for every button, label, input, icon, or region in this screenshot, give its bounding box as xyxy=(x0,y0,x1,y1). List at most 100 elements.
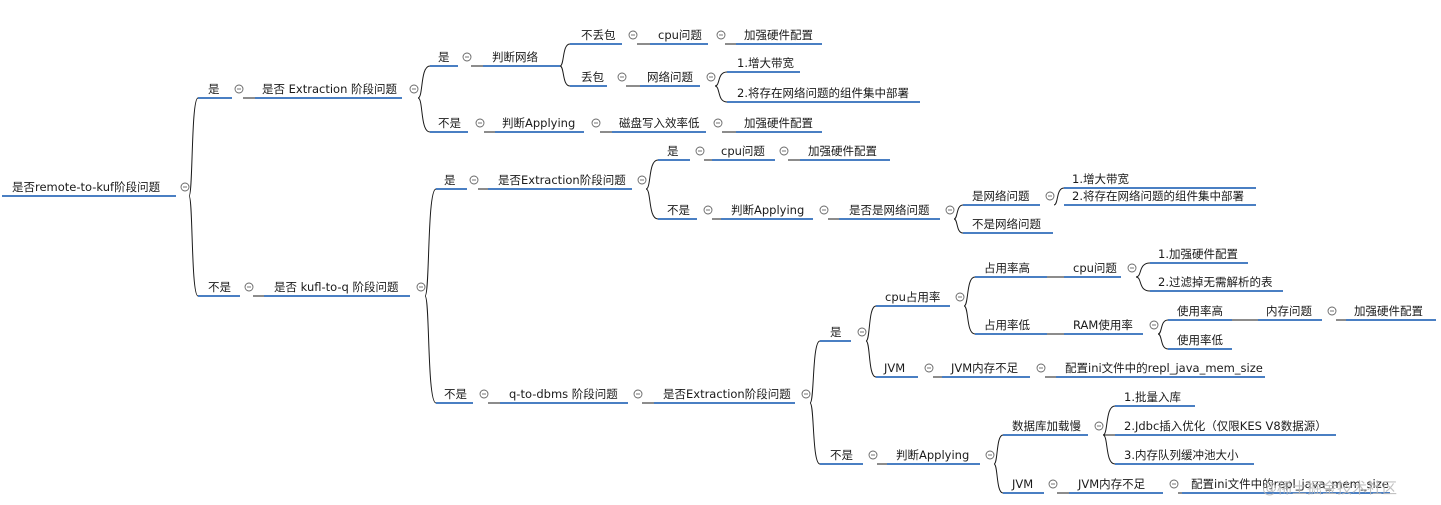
collapse-toggle-icon[interactable] xyxy=(416,282,426,292)
node-jdbc[interactable]: 2.Jdbc插入优化（仅限KES V8数据源） xyxy=(1115,419,1336,436)
node-queue[interactable]: 3.内存队列缓冲池大小 xyxy=(1115,448,1254,465)
node-noLoss[interactable]: 不丢包 xyxy=(570,28,622,45)
node-cpu2[interactable]: cpu问题 xyxy=(712,144,775,161)
node-isNet[interactable]: 是否是网络问题 xyxy=(839,203,940,220)
connector-cpuUse-highUse xyxy=(963,276,976,307)
node-cfg2[interactable]: 配置ini文件中的repl_java_mem_size xyxy=(1182,477,1390,494)
collapse-toggle-icon[interactable] xyxy=(475,118,485,128)
node-notNet[interactable]: 不是网络问题 xyxy=(963,217,1053,234)
node-bwLine2[interactable]: 2.将存在网络问题的组件集中部署 xyxy=(1064,189,1256,206)
collapse-toggle-icon[interactable] xyxy=(479,389,489,399)
node-hw5[interactable]: 加强硬件配置 xyxy=(1346,304,1436,321)
collapse-toggle-icon[interactable] xyxy=(857,327,867,337)
node-memIssue[interactable]: 内存问题 xyxy=(1258,304,1322,321)
node-isNetYes[interactable]: 是网络问题 xyxy=(963,189,1040,206)
node-hw2[interactable]: 加强硬件配置 xyxy=(736,116,822,133)
node-no3[interactable]: 不是 xyxy=(436,387,473,404)
node-batch[interactable]: 1.批量入库 xyxy=(1115,390,1195,407)
node-filter[interactable]: 2.过滤掉无需解析的表 xyxy=(1150,275,1283,292)
connector-ext2-yes4 xyxy=(645,159,659,190)
collapse-toggle-icon[interactable] xyxy=(801,389,811,399)
collapse-toggle-icon[interactable] xyxy=(1048,479,1058,489)
node-yes5[interactable]: 是 xyxy=(820,325,851,342)
collapse-toggle-icon[interactable] xyxy=(1127,263,1137,273)
collapse-toggle-icon[interactable] xyxy=(955,292,965,302)
node-judgeApply3[interactable]: 判断Applying xyxy=(887,448,980,465)
collapse-toggle-icon[interactable] xyxy=(713,118,723,128)
collapse-toggle-icon[interactable] xyxy=(1036,363,1046,373)
node-hw1[interactable]: 加强硬件配置 xyxy=(736,28,822,45)
node-lowUse[interactable]: 占用率低 xyxy=(975,318,1047,335)
node-ramUse[interactable]: RAM使用率 xyxy=(1064,318,1143,335)
node-yes2[interactable]: 是 xyxy=(430,50,458,67)
node-label: 网络问题 xyxy=(647,70,693,84)
node-hw4[interactable]: 1.加强硬件配置 xyxy=(1150,247,1248,264)
collapse-toggle-icon[interactable] xyxy=(924,363,934,373)
node-diskWrite[interactable]: 磁盘写入效率低 xyxy=(612,116,706,133)
collapse-toggle-icon[interactable] xyxy=(633,389,643,399)
collapse-toggle-icon[interactable] xyxy=(462,52,472,62)
collapse-toggle-icon[interactable] xyxy=(1094,421,1104,431)
node-cpu3[interactable]: cpu问题 xyxy=(1064,261,1121,278)
node-highUse[interactable]: 占用率高 xyxy=(975,261,1047,278)
node-jvmLow2[interactable]: JVM内存不足 xyxy=(1069,477,1163,494)
collapse-toggle-icon[interactable] xyxy=(234,84,244,94)
node-hw3[interactable]: 加强硬件配置 xyxy=(800,144,890,161)
collapse-toggle-icon[interactable] xyxy=(703,205,713,215)
node-jvmLow1[interactable]: JVM内存不足 xyxy=(942,361,1030,378)
node-root[interactable]: 是否remote-to-kuf阶段问题 xyxy=(2,180,176,197)
node-cfg1[interactable]: 配置ini文件中的repl_java_mem_size xyxy=(1056,361,1265,378)
node-deploy1[interactable]: 2.将存在网络问题的组件集中部署 xyxy=(727,86,920,103)
collapse-toggle-icon[interactable] xyxy=(1327,306,1337,316)
node-no5[interactable]: 不是 xyxy=(820,448,863,465)
connector-netIssue-deploy1 xyxy=(714,85,728,103)
node-yes3[interactable]: 是 xyxy=(436,173,467,190)
collapse-toggle-icon[interactable] xyxy=(706,72,716,82)
node-dbSlow[interactable]: 数据库加载慢 xyxy=(1003,419,1088,436)
node-judgeApply1[interactable]: 判断Applying xyxy=(495,116,584,133)
node-yes4[interactable]: 是 xyxy=(658,144,690,161)
collapse-toggle-icon[interactable] xyxy=(591,118,601,128)
node-loss[interactable]: 丢包 xyxy=(570,70,607,87)
node-jvm2[interactable]: JVM xyxy=(1003,477,1044,494)
node-no1[interactable]: 不是 xyxy=(198,280,240,297)
collapse-toggle-icon[interactable] xyxy=(617,72,627,82)
collapse-toggle-icon[interactable] xyxy=(469,175,479,185)
node-bw1[interactable]: 1.增大带宽 xyxy=(727,56,800,73)
node-no4[interactable]: 不是 xyxy=(658,203,697,220)
collapse-toggle-icon[interactable] xyxy=(985,450,995,460)
node-judgeApply2[interactable]: 判断Applying xyxy=(721,203,813,220)
node-ext3[interactable]: 是否Extraction阶段问题 xyxy=(654,387,795,404)
node-highUse2[interactable]: 使用率高 xyxy=(1168,304,1232,321)
node-label: cpu问题 xyxy=(1073,261,1117,275)
collapse-toggle-icon[interactable] xyxy=(819,205,829,215)
collapse-toggle-icon[interactable] xyxy=(180,182,190,192)
node-bwLine1[interactable]: 1.增大带宽 xyxy=(1064,172,1256,189)
collapse-toggle-icon[interactable] xyxy=(409,84,419,94)
node-kufl[interactable]: 是否 kufl-to-q 阶段问题 xyxy=(264,280,410,297)
collapse-toggle-icon[interactable] xyxy=(945,205,955,215)
node-cpuUse[interactable]: cpu占用率 xyxy=(876,290,950,307)
connector-root-no1 xyxy=(188,195,199,297)
collapse-toggle-icon[interactable] xyxy=(868,450,878,460)
node-jvm1[interactable]: JVM xyxy=(876,361,918,378)
node-cpu1[interactable]: cpu问题 xyxy=(650,28,708,45)
collapse-toggle-icon[interactable] xyxy=(1045,191,1055,201)
node-yes1[interactable]: 是 xyxy=(198,82,232,99)
collapse-toggle-icon[interactable] xyxy=(1169,479,1179,489)
collapse-toggle-icon[interactable] xyxy=(695,146,705,156)
collapse-toggle-icon[interactable] xyxy=(637,175,647,185)
collapse-toggle-icon[interactable] xyxy=(779,146,789,156)
node-no2[interactable]: 不是 xyxy=(430,116,468,133)
collapse-toggle-icon[interactable] xyxy=(244,282,254,292)
node-ext2[interactable]: 是否Extraction阶段问题 xyxy=(488,173,632,190)
node-lowUse2[interactable]: 使用率低 xyxy=(1168,333,1232,350)
node-ext1[interactable]: 是否 Extraction 阶段问题 xyxy=(255,82,402,99)
node-qdbms[interactable]: q-to-dbms 阶段问题 xyxy=(500,387,628,404)
node-netIssue[interactable]: 网络问题 xyxy=(640,70,700,87)
node-judgeNet[interactable]: 判断网络 xyxy=(483,50,560,67)
collapse-toggle-icon[interactable] xyxy=(716,30,726,40)
collapse-toggle-icon[interactable] xyxy=(628,30,638,40)
collapse-toggle-icon[interactable] xyxy=(1149,320,1159,330)
